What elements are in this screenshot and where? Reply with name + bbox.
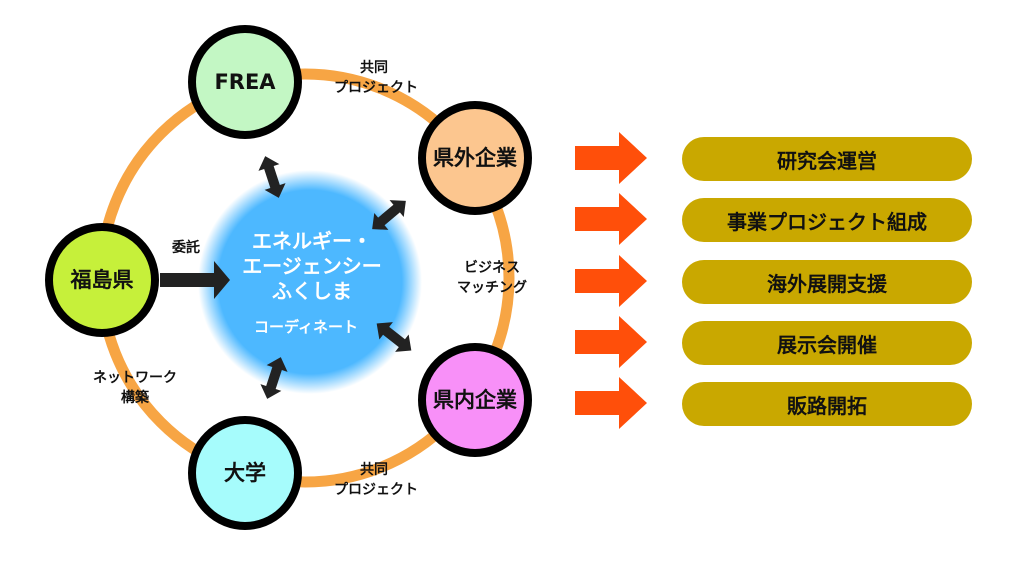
node-outside-companies-label: 県外企業	[433, 146, 518, 170]
outcome-research-group: 研究会運営	[682, 137, 972, 181]
outcome-overseas-support: 海外展開支援	[682, 260, 972, 304]
edge-label-business-matching-2: マッチング	[457, 279, 527, 296]
center-title-line3: ふくしま	[272, 279, 352, 303]
edge-label-joint-project-top-1: 共同	[360, 59, 388, 76]
node-frea-label: FREA	[214, 70, 276, 94]
node-university-label: 大学	[224, 461, 266, 485]
double-arrow-outside-companies	[372, 200, 406, 230]
orange-arrow-icon	[575, 316, 647, 368]
edge-label-business-matching-1: ビジネス	[464, 260, 520, 276]
outcome-exhibition: 展示会開催	[682, 321, 972, 365]
node-inside-companies[interactable]: 県内企業	[418, 343, 532, 457]
edge-label-joint-project-bottom-2: プロジェクト	[334, 482, 418, 498]
double-arrow-frea	[258, 156, 286, 198]
center-title-line1: エネルギー・	[252, 229, 372, 253]
node-frea[interactable]: FREA	[188, 25, 302, 139]
node-fukushima-pref[interactable]: 福島県	[45, 223, 159, 337]
edge-label-joint-project-bottom-1: 共同	[360, 461, 388, 478]
commission-arrow	[160, 261, 230, 299]
orange-arrow-icon	[575, 255, 647, 307]
node-inside-companies-label: 県内企業	[433, 388, 518, 412]
edge-label-network-building-2: 構築	[121, 389, 150, 406]
orange-arrow-icon	[575, 193, 647, 245]
center-title-line2: エージェンシー	[242, 254, 382, 278]
outcome-sales-channel: 販路開拓	[682, 382, 972, 426]
outcome-business-project: 事業プロジェクト組成	[682, 198, 972, 242]
node-fukushima-pref-label: 福島県	[70, 268, 134, 292]
node-outside-companies[interactable]: 県外企業	[418, 101, 532, 215]
edge-label-joint-project-top-2: プロジェクト	[334, 80, 418, 96]
center-subtitle: コーディネート	[254, 318, 358, 336]
node-university[interactable]: 大学	[188, 416, 302, 530]
center-blob	[198, 170, 422, 394]
double-arrow-university	[260, 357, 288, 399]
double-arrow-inside-companies	[376, 322, 412, 352]
edge-label-network-building-1: ネットワーク	[93, 370, 177, 386]
orange-arrow-icon	[575, 132, 647, 184]
orange-arrow-icon	[575, 377, 647, 429]
edge-label-commission: 委託	[171, 239, 200, 256]
